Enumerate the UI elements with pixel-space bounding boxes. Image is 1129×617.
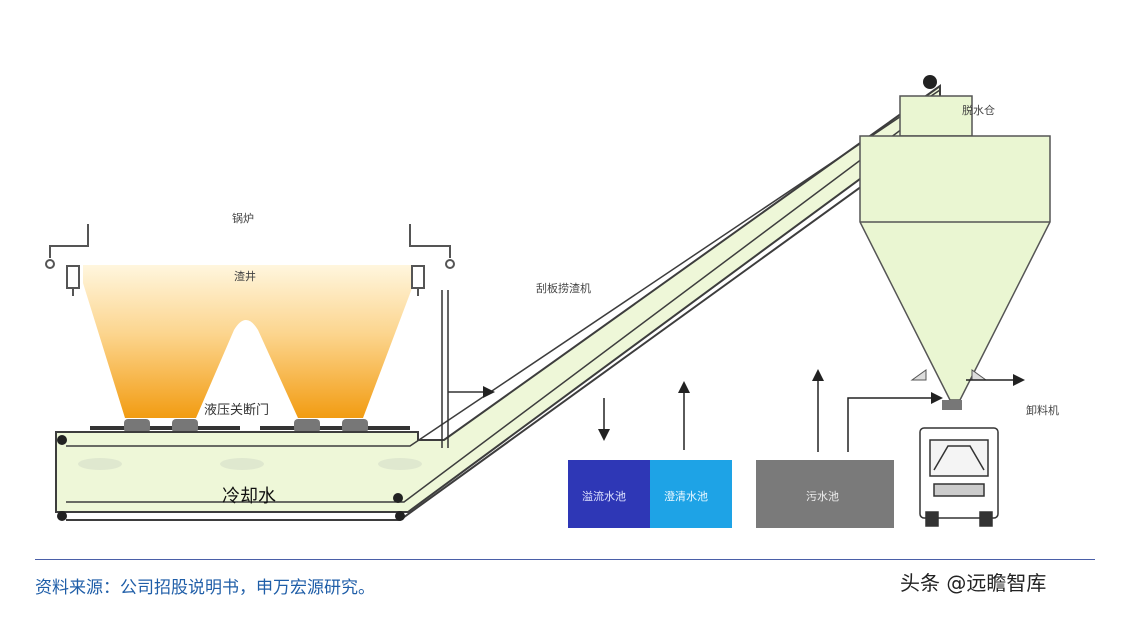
slag-well-label: 渣井	[234, 270, 256, 283]
source-note: 资料来源：公司招股说明书，申万宏源研究。	[35, 578, 375, 598]
hydraulic-gate-label: 液压关断门	[204, 403, 270, 418]
cooling-water-label: 冷却水	[222, 486, 276, 507]
sewage-pool	[756, 460, 894, 528]
overflow-pool-label: 溢流水池	[582, 490, 626, 503]
unloader-label: 卸料机	[1026, 404, 1059, 417]
boiler-hoppers	[83, 265, 414, 418]
scraper-conveyor	[55, 75, 941, 521]
boiler-wall-brackets	[45, 224, 455, 296]
overflow-pipe	[441, 290, 495, 448]
dewatering-bin	[859, 95, 1051, 410]
scraper-label: 刮板捞渣机	[536, 282, 591, 295]
footer-divider	[35, 559, 1095, 560]
pool-arrows	[598, 369, 943, 452]
dewatering-bin-label: 脱水仓	[962, 104, 995, 117]
clear-pool	[650, 460, 732, 528]
truck-icon	[919, 427, 999, 527]
overflow-pool	[568, 460, 650, 528]
watermark: 头条 @远瞻智库	[900, 571, 1047, 595]
clear-pool-label: 澄清水池	[664, 490, 708, 503]
boiler-label: 锅炉	[232, 212, 254, 225]
sewage-pool-label: 污水池	[806, 490, 839, 503]
